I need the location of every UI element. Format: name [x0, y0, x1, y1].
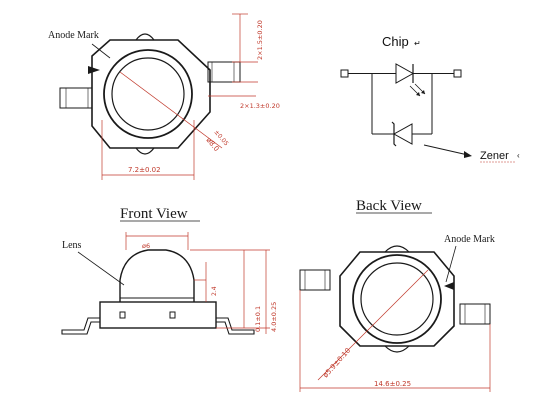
back-outer-ring — [352, 254, 442, 344]
top-anode-marker — [88, 66, 100, 74]
back-left-pad — [299, 269, 331, 291]
top-outer-ring — [103, 49, 193, 139]
back-diagonal-dim — [317, 269, 429, 381]
zener-label-mark: ‹ — [517, 151, 520, 160]
back-width-label: 14.6±0.25 — [374, 380, 411, 388]
front-lens-dome — [119, 249, 195, 302]
front-view-title: Front View — [120, 206, 188, 222]
lens-label: Lens — [62, 240, 82, 251]
bottom-notch — [135, 147, 155, 155]
anode-mark-label-top: Anode Mark — [48, 30, 99, 41]
top-body-outline — [91, 39, 211, 149]
chip-schematic: Chip ↵ Zener ‹ — [340, 34, 520, 163]
top-pad-height-label: 2×1.5±0.20 — [256, 20, 264, 60]
zener-label: Zener — [480, 150, 509, 162]
back-anode-marker — [444, 282, 454, 290]
front-body — [99, 301, 217, 329]
top-diagonal-dim — [119, 71, 223, 149]
back-view: Back View Anode Mark ø5.9±0.10 14.6±0.25 — [299, 198, 495, 392]
lens-leader — [77, 251, 125, 286]
front-lens-dia-label: ø6 — [142, 242, 150, 250]
front-view: Front View Lens ø6 2.4 0.1±0.1 4.0±0.25 — [61, 206, 278, 335]
front-height1-label: 0.1±0.1 — [254, 306, 262, 332]
zener-diode-symbol — [392, 123, 413, 145]
front-right-lead — [216, 317, 255, 335]
back-body-outline — [339, 251, 455, 347]
anode-leader-top — [91, 43, 111, 59]
zener-pointer — [423, 144, 469, 156]
front-height2-label: 4.0±0.25 — [270, 302, 278, 332]
top-left-pad — [59, 87, 93, 109]
top-pad-width-label: 2×1.3±0.20 — [240, 102, 280, 110]
top-right-pad — [207, 61, 241, 83]
back-inner-ring — [360, 262, 434, 336]
led-diode-symbol — [395, 63, 415, 84]
top-lens-ring — [111, 57, 185, 131]
anode-mark-label-back: Anode Mark — [444, 234, 495, 245]
top-notch — [135, 33, 155, 41]
top-view: Anode Mark ø8.0 ±0.05 7.2±0.02 2×1.5±0.2… — [48, 13, 280, 180]
back-view-title: Back View — [356, 198, 422, 214]
front-left-lead — [61, 317, 100, 335]
chip-label: Chip — [382, 34, 409, 49]
back-right-pad — [459, 303, 491, 325]
back-dia-label: ø5.9±0.10 — [322, 347, 353, 380]
top-width-label: 7.2±0.02 — [128, 166, 161, 174]
schematic-left-terminal — [340, 69, 349, 78]
anode-leader-back — [445, 245, 457, 283]
chip-label-mark: ↵ — [414, 39, 421, 48]
front-small-label: 2.4 — [211, 286, 218, 296]
schematic-right-terminal — [453, 69, 462, 78]
